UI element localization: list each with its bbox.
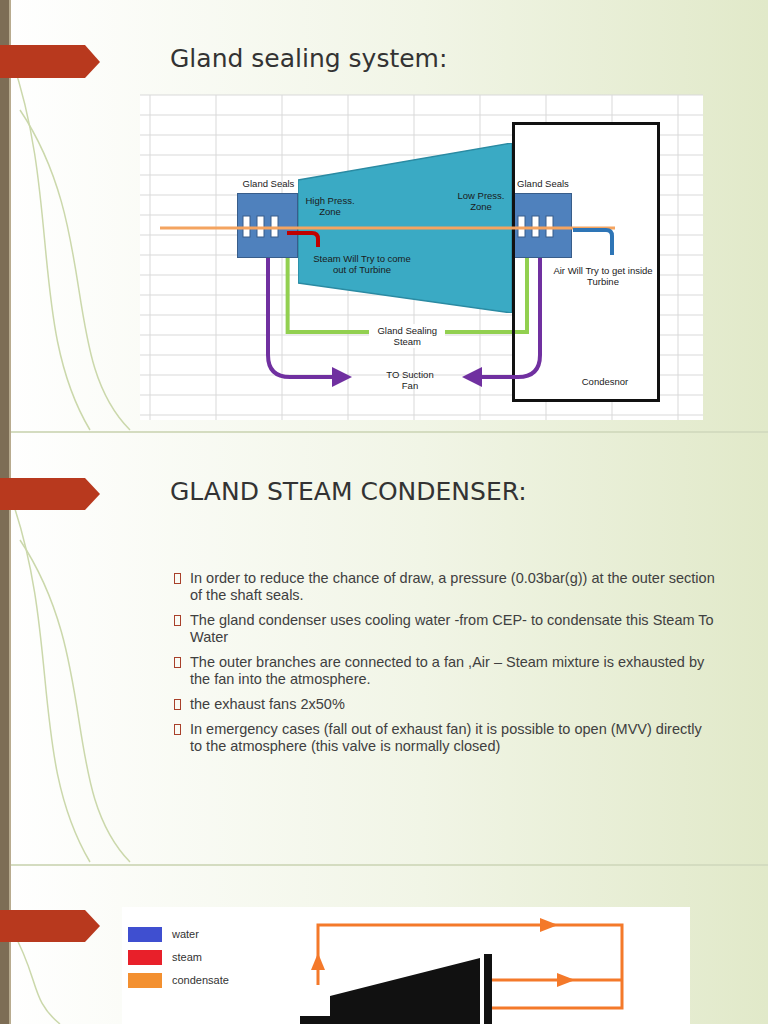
sheet-grid (140, 95, 703, 420)
slide-title: Gland sealing system: (170, 44, 447, 73)
legend-swatch (128, 950, 162, 965)
zone-note: Condesnor (560, 376, 650, 387)
legend-swatch (128, 927, 162, 942)
section-heading: GLAND STEAM CONDENSER: (170, 477, 527, 506)
grid-line (140, 95, 703, 96)
slide-divider (11, 864, 768, 866)
swoosh (20, 540, 130, 862)
grid-line (140, 115, 703, 116)
turbine-silhouette (300, 958, 480, 1024)
figure-ground (122, 907, 690, 1024)
title-tab (0, 45, 100, 78)
zone-note: Steam Will Try to come out of Turbine (306, 253, 418, 275)
swoosh (12, 930, 60, 1024)
swoosh (20, 110, 130, 430)
zone-note: Air Will Try to get inside Turbine (553, 265, 653, 287)
bottom-figure (300, 918, 622, 1024)
grid-line (678, 95, 679, 420)
sheet-ground (140, 95, 703, 420)
grid-line (216, 95, 217, 420)
zone-note: High Press. Zone (302, 195, 358, 217)
steam-leak-pipe (287, 233, 318, 247)
legend-text: condensate (172, 973, 229, 988)
flow-arrow (540, 918, 558, 932)
zone-note: Low Press. Zone (454, 190, 508, 212)
legend-text: steam (172, 950, 202, 965)
side-bar (0, 0, 9, 1024)
legend-text: water (172, 927, 199, 942)
bullet-list: In order to reduce the chance of draw, a… (190, 570, 715, 763)
flow-arrow (557, 973, 575, 987)
flow-arrow (311, 953, 325, 970)
bullet-text: In order to reduce the chance of draw, a… (190, 570, 715, 604)
turbine-outlet (484, 954, 492, 1024)
slide-divider (11, 431, 768, 433)
grid-line (150, 95, 151, 420)
suction-line (268, 258, 348, 377)
bullet-text: In emergency cases (fall out of exhaust … (190, 721, 715, 755)
title-tab (0, 910, 100, 942)
bullet-text: The gland condenser uses cooling water -… (190, 612, 715, 646)
air-leak-pipe (573, 230, 612, 255)
condensate-line (490, 979, 622, 982)
part-label: Gland Seals (232, 178, 305, 189)
condenser-box: Air Will Try to get inside TurbineCondes… (512, 122, 660, 402)
part-label: Gland Seals (508, 178, 578, 189)
legend-swatch (128, 973, 162, 988)
bullet-text: The outer branches are connected to a fa… (190, 654, 715, 688)
condenser-ground (512, 122, 660, 402)
side-bar-edge (9, 0, 11, 1024)
title-tab (0, 478, 100, 510)
decor-swoosh (12, 60, 130, 1024)
grid-line (140, 415, 703, 416)
flow-note: TO Suction Fan (380, 369, 440, 391)
shaft (160, 227, 615, 230)
bullet-text: the exhaust fans 2x50% (190, 696, 715, 713)
edge-label: Gland Sealing Steam (369, 324, 445, 348)
swoosh (12, 500, 90, 862)
suction-line (466, 258, 540, 377)
